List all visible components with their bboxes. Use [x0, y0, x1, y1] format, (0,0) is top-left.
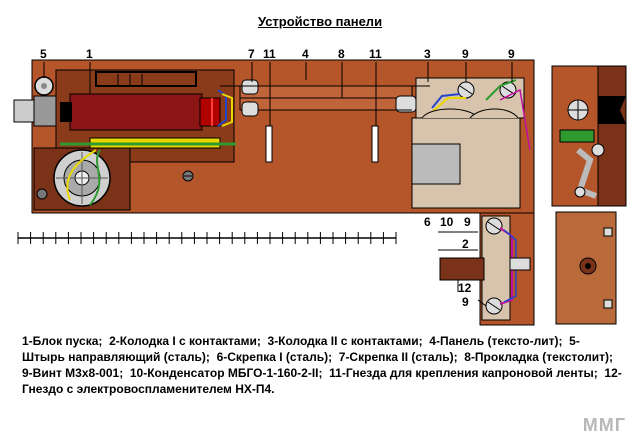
- leader-lines: [43, 62, 513, 307]
- callout-1: 1: [86, 47, 93, 61]
- watermark: ММГ: [582, 415, 626, 435]
- igniter-socket: [439, 257, 485, 281]
- callout-9-a: 9: [462, 47, 469, 61]
- callout-5: 5: [40, 47, 47, 61]
- callout-9-b: 9: [508, 47, 515, 61]
- callout-9-d: 9: [462, 295, 469, 309]
- callout-10: 10: [440, 215, 454, 229]
- clip-ii: [241, 79, 259, 95]
- legend-item: 4-Панель (тексто-лит);: [429, 334, 563, 348]
- callout-9-c: 9: [464, 215, 471, 229]
- callout-11-left: 11: [263, 47, 276, 61]
- legend-item: 10-Конденсатор МБГО-1-160-2-II;: [129, 366, 323, 380]
- callout-3: 3: [424, 47, 431, 61]
- legend-item: 5-Штырь направляющий (сталь);: [22, 334, 580, 364]
- side-lever: [576, 147, 598, 199]
- coil-end: [199, 97, 221, 127]
- callout-8: 8: [338, 47, 345, 61]
- socket-11-right: [371, 125, 379, 163]
- legend-item: 3-Колодка II с контактами;: [267, 334, 423, 348]
- callout-2: 2: [462, 237, 469, 251]
- legend-item: 11-Гнезда для крепления капроновой ленты…: [329, 366, 598, 380]
- capacitor-clip: [411, 143, 461, 185]
- legend-item: 7-Скрепка II (сталь);: [338, 350, 458, 364]
- diagram-title: Устройство панели: [257, 14, 383, 29]
- callout-11-right: 11: [369, 47, 382, 61]
- legend-item: 1-Блок пуска;: [22, 334, 103, 348]
- callout-6: 6: [424, 215, 431, 229]
- legend: 1-Блок пуска; 2-Колодка I с контактами; …: [22, 333, 622, 397]
- scale-ticks: [17, 232, 397, 244]
- legend-item: 9-Винт М3х8-001;: [22, 366, 124, 380]
- legend-item: 8-Прокладка (текстолит);: [464, 350, 613, 364]
- socket-11-left: [265, 125, 273, 163]
- coil-core: [60, 102, 72, 122]
- coil: [69, 93, 203, 131]
- screw-small-left: [36, 188, 48, 200]
- callout-labels: 5 1 7 11 4 8 11 3 9 9 6 10 9 2 12 9: [40, 47, 515, 309]
- callout-4: 4: [302, 47, 309, 61]
- coil-bracket: [95, 71, 197, 87]
- callout-7: 7: [248, 47, 255, 61]
- legend-item: 6-Скрепка I (сталь);: [216, 350, 333, 364]
- callout-12: 12: [458, 281, 472, 295]
- legend-item: 2-Колодка I с контактами;: [109, 334, 261, 348]
- legend-item: 12-Гнездо с электровоспламенителем НХ-П4…: [22, 366, 622, 396]
